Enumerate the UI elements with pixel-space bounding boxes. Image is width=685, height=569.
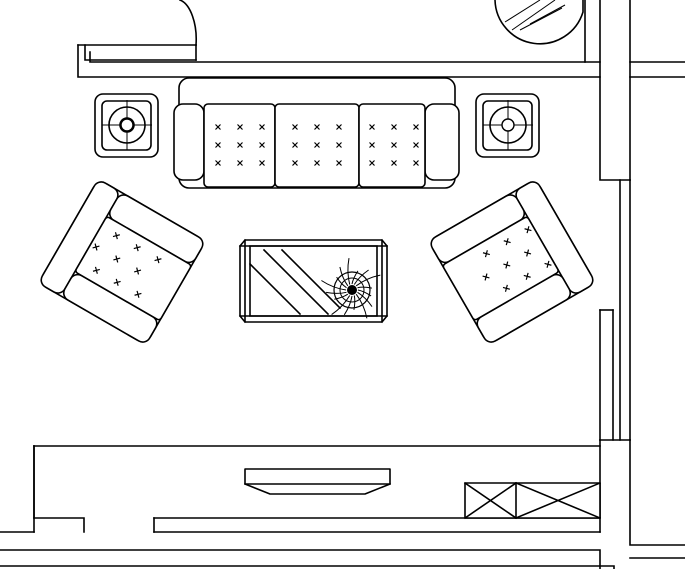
tuft-mark xyxy=(414,125,419,130)
tuft-mark xyxy=(293,161,298,166)
tuft-mark xyxy=(260,143,265,148)
tuft-mark xyxy=(524,273,531,280)
tuft-mark xyxy=(524,250,531,257)
tuft-mark xyxy=(370,161,375,166)
plant-leaf xyxy=(354,296,355,310)
tuft-mark xyxy=(503,285,510,292)
tuft-mark xyxy=(216,125,221,130)
plant-leaf xyxy=(326,292,346,293)
tuft-mark xyxy=(114,279,121,286)
tuft-mark xyxy=(135,291,142,298)
tuft-mark xyxy=(134,268,141,275)
end-table-with-lamp xyxy=(476,94,539,157)
armchair xyxy=(38,179,205,345)
tuft-mark xyxy=(504,238,511,245)
tuft-mark xyxy=(315,125,320,130)
plant-leaf xyxy=(358,287,372,288)
plant-leaf xyxy=(321,281,346,291)
plant-leaf xyxy=(348,258,350,284)
tuft-mark xyxy=(134,244,141,251)
tuft-mark xyxy=(293,125,298,130)
tuft-mark xyxy=(414,161,419,166)
plant-leaf xyxy=(354,270,368,285)
plant-leaf xyxy=(352,271,358,284)
tufting-marks xyxy=(473,226,552,297)
plant xyxy=(321,258,380,318)
tuft-mark xyxy=(392,161,397,166)
tuft-mark xyxy=(545,261,552,268)
plant-leaf xyxy=(337,277,347,288)
tuft-mark xyxy=(392,143,397,148)
tuft-mark xyxy=(392,125,397,130)
tuft-mark xyxy=(370,143,375,148)
tuft-mark xyxy=(238,143,243,148)
sofa-three-seat xyxy=(174,78,459,188)
tuft-mark xyxy=(113,232,120,239)
plant-leaves xyxy=(321,258,380,318)
storage-cabinet xyxy=(465,483,600,518)
tuft-mark xyxy=(337,143,342,148)
tufting-marks xyxy=(83,226,162,297)
tuft-mark xyxy=(315,161,320,166)
tv xyxy=(245,469,390,494)
tuft-mark xyxy=(483,274,490,281)
plant-leaf xyxy=(358,290,371,296)
plant-leaf xyxy=(358,292,373,306)
plant-leaf xyxy=(340,267,348,286)
tuft-mark xyxy=(414,143,419,148)
tuft-mark xyxy=(238,161,243,166)
tuft-mark xyxy=(155,256,162,263)
tuft-mark xyxy=(93,267,100,274)
door-swing xyxy=(180,0,196,45)
tuft-mark xyxy=(238,125,243,130)
tuft-mark xyxy=(216,161,221,166)
plant-leaf xyxy=(332,296,350,315)
tuft-mark xyxy=(337,161,342,166)
tuft-mark xyxy=(113,256,120,263)
tuft-mark xyxy=(337,125,342,130)
round-table xyxy=(495,0,583,44)
tuft-mark xyxy=(525,226,532,233)
end-table-with-lamp xyxy=(95,94,158,157)
tuft-mark xyxy=(260,161,265,166)
tuft-mark xyxy=(370,125,375,130)
plant-leaf xyxy=(356,294,367,318)
plant-leaf xyxy=(334,294,348,299)
tuft-mark xyxy=(216,143,221,148)
tuft-mark xyxy=(503,262,510,269)
plant-leaf xyxy=(356,275,380,286)
tuft-mark xyxy=(293,143,298,148)
armchair xyxy=(428,179,595,345)
tufting-marks xyxy=(216,125,419,166)
tuft-mark xyxy=(315,143,320,148)
tuft-mark xyxy=(260,125,265,130)
tuft-mark xyxy=(93,244,100,251)
tuft-mark xyxy=(483,250,490,257)
plant-leaf xyxy=(344,296,352,315)
